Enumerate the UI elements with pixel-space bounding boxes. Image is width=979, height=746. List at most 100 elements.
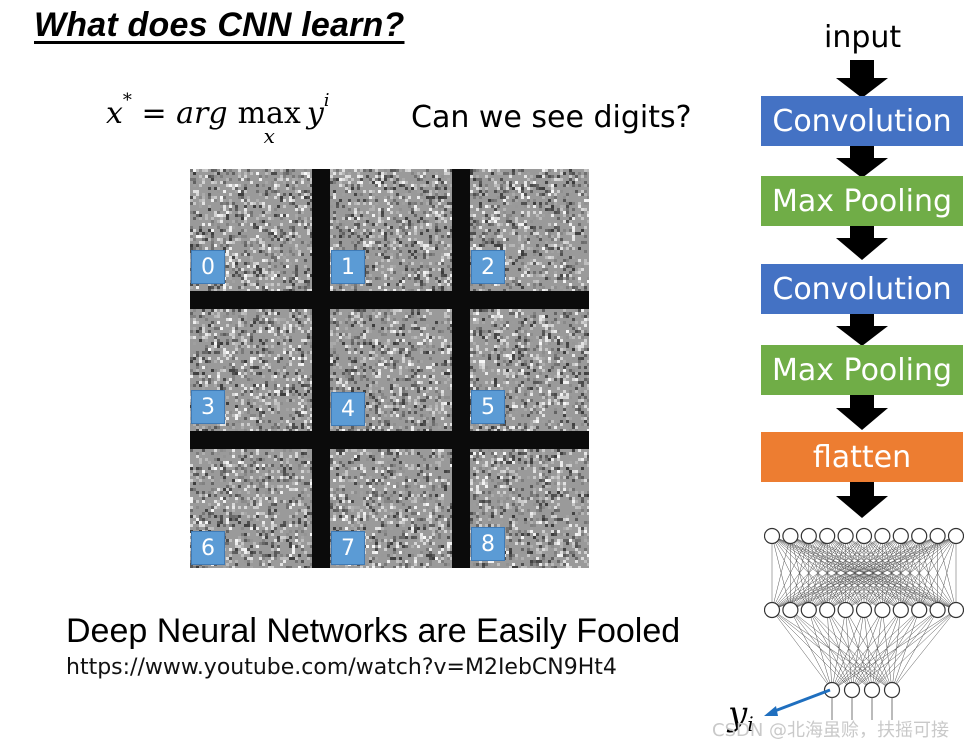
network-edge: [827, 535, 957, 611]
network-node-hidden: [819, 601, 836, 619]
network-edge: [826, 609, 853, 691]
network-edge: [771, 609, 893, 691]
noise-cell-7: [330, 449, 452, 568]
network-edge: [771, 535, 810, 611]
network-edge: [845, 609, 893, 691]
pipeline-block-convolution-1: Convolution: [761, 96, 963, 146]
network-edge: [771, 535, 791, 611]
formula-y-sup: i: [323, 90, 330, 111]
network-edge: [790, 609, 893, 691]
network-node-input: [837, 527, 854, 545]
network-edge: [771, 535, 883, 611]
digit-label-8: 8: [471, 527, 505, 561]
down-arrow-icon: [836, 393, 888, 430]
network-node-hidden: [764, 601, 781, 619]
network-edge: [771, 535, 920, 611]
network-edge: [771, 535, 957, 611]
video-link[interactable]: https://www.youtube.com/watch?v=M2IebCN9…: [66, 655, 617, 680]
network-node-hidden: [855, 601, 873, 619]
network-edge: [871, 609, 938, 691]
network-edge: [831, 609, 920, 691]
network-node-input: [800, 527, 817, 545]
formula-arg: arg: [176, 96, 228, 131]
network-edge: [891, 609, 902, 691]
network-edge: [831, 609, 846, 691]
noise-texture: [330, 449, 452, 568]
network-node-input: [855, 527, 873, 545]
network-node-hidden: [947, 601, 964, 619]
digit-visualization-grid: 0 1 2 3 4 5 6 7 8: [190, 169, 589, 568]
down-arrow-icon: [836, 482, 888, 518]
noise-texture: [190, 449, 312, 568]
network-node-hidden: [800, 601, 817, 619]
network-edge: [831, 609, 957, 691]
network-edge: [790, 535, 957, 611]
formula-max-word: max: [237, 96, 301, 131]
input-label: input: [824, 20, 902, 55]
network-edge: [808, 609, 833, 691]
network-edge: [882, 609, 893, 691]
network-node-hidden: [782, 601, 799, 619]
network-edge: [851, 609, 902, 691]
network-edge: [891, 609, 920, 691]
network-node-hidden: [911, 601, 928, 619]
digit-label-4: 4: [331, 392, 365, 426]
network-edge: [790, 609, 873, 691]
network-node-input: [874, 527, 891, 545]
network-edge: [771, 609, 833, 691]
output-y: y: [728, 694, 748, 734]
digit-label-5: 5: [471, 390, 505, 424]
network-edge: [831, 609, 938, 691]
output-sub: i: [747, 712, 754, 736]
network-edge: [808, 609, 893, 691]
network-edge: [863, 609, 893, 691]
network-edge: [851, 609, 938, 691]
network-node-hidden: [874, 601, 891, 619]
network-edge: [851, 609, 883, 691]
network-edge: [845, 609, 853, 691]
network-edge: [900, 535, 957, 611]
formula-x: x: [106, 96, 123, 131]
network-edge: [891, 609, 957, 691]
network-edge: [831, 609, 865, 691]
network-edge: [808, 535, 957, 611]
network-node-input: [819, 527, 836, 545]
network-node-hidden: [929, 601, 946, 619]
network-edge: [790, 609, 833, 691]
digit-label-1: 1: [331, 250, 365, 284]
network-node-hidden: [892, 601, 909, 619]
digit-label-6: 6: [191, 531, 225, 565]
question-text: Can we see digits?: [411, 100, 692, 135]
network-edge: [808, 609, 873, 691]
network-node-input: [929, 527, 946, 545]
network-edge: [871, 609, 883, 691]
slide-title: What does CNN learn?: [34, 6, 405, 44]
digit-label-3: 3: [191, 390, 225, 424]
network-edge: [871, 609, 957, 691]
network-edge: [871, 609, 902, 691]
formula-y: y: [306, 96, 324, 131]
network-edge: [871, 609, 920, 691]
network-edge: [937, 535, 957, 611]
network-edge: [771, 609, 853, 691]
pipeline-block-maxpool-1: Max Pooling: [761, 176, 963, 226]
network-edge: [845, 535, 957, 611]
network-edge: [845, 609, 873, 691]
network-node-input: [947, 527, 964, 545]
network-node-hidden: [837, 601, 854, 619]
network-edge: [771, 535, 846, 611]
noise-cell-6: [190, 449, 312, 568]
network-node-input: [764, 527, 781, 545]
down-arrow-icon: [836, 312, 888, 346]
argmax-formula: x * = arg max x y i: [106, 90, 330, 146]
pipeline-block-flatten: flatten: [761, 432, 963, 482]
network-edge: [771, 535, 901, 611]
digit-label-7: 7: [331, 531, 365, 565]
network-node-input: [782, 527, 799, 545]
down-arrow-icon: [836, 224, 888, 260]
pipeline-block-maxpool-2: Max Pooling: [761, 345, 963, 395]
network-edge: [771, 609, 873, 691]
watermark: CSDN @北海虽赊，扶摇可接: [712, 720, 950, 741]
noise-texture: [330, 309, 452, 431]
